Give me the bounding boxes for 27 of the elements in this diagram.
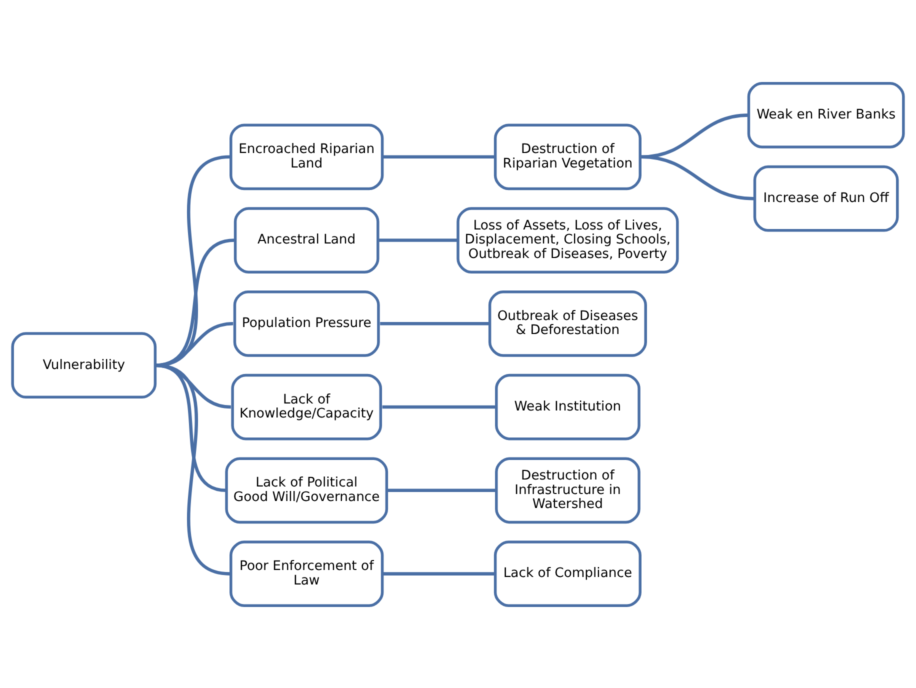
connector — [383, 154, 494, 158]
node-box: Lack of Political Good Will/Governance — [225, 456, 388, 524]
connector — [641, 154, 754, 200]
node-box: Outbreak of Diseases & Deforestation — [488, 290, 647, 356]
connector — [154, 363, 230, 575]
node-box: Lack of Knowledge/Capacity — [231, 373, 382, 440]
connector — [383, 572, 494, 575]
connector — [386, 488, 496, 492]
node-box: Increase of Run Off — [753, 164, 899, 232]
connector — [379, 238, 458, 242]
connector — [382, 404, 496, 408]
connector — [380, 322, 489, 325]
connector — [155, 322, 234, 366]
node-box: Poor Enforcement of Law — [230, 540, 384, 606]
node-box: Vulnerability — [11, 332, 157, 398]
node-box: Loss of Assets, Loss of Lives, Displacement, Closing Schools, Outbreak of Diseases, Poverty — [456, 206, 679, 273]
connector — [154, 238, 234, 366]
node-box: Encroached Riparian Land — [230, 123, 384, 190]
node-box: Lack of Compliance — [494, 540, 642, 606]
node-box: Ancestral Land — [234, 206, 380, 273]
node-box: Destruction of Riparian Vegetation — [494, 123, 642, 190]
node-box: Destruction of Infrastructure in Watershed — [495, 456, 640, 524]
connector — [155, 363, 232, 408]
connector — [641, 113, 749, 158]
node-box: Population Pressure — [233, 290, 380, 356]
node-box: Weak en River Banks — [747, 82, 905, 148]
node-box: Weak Institution — [495, 373, 640, 440]
